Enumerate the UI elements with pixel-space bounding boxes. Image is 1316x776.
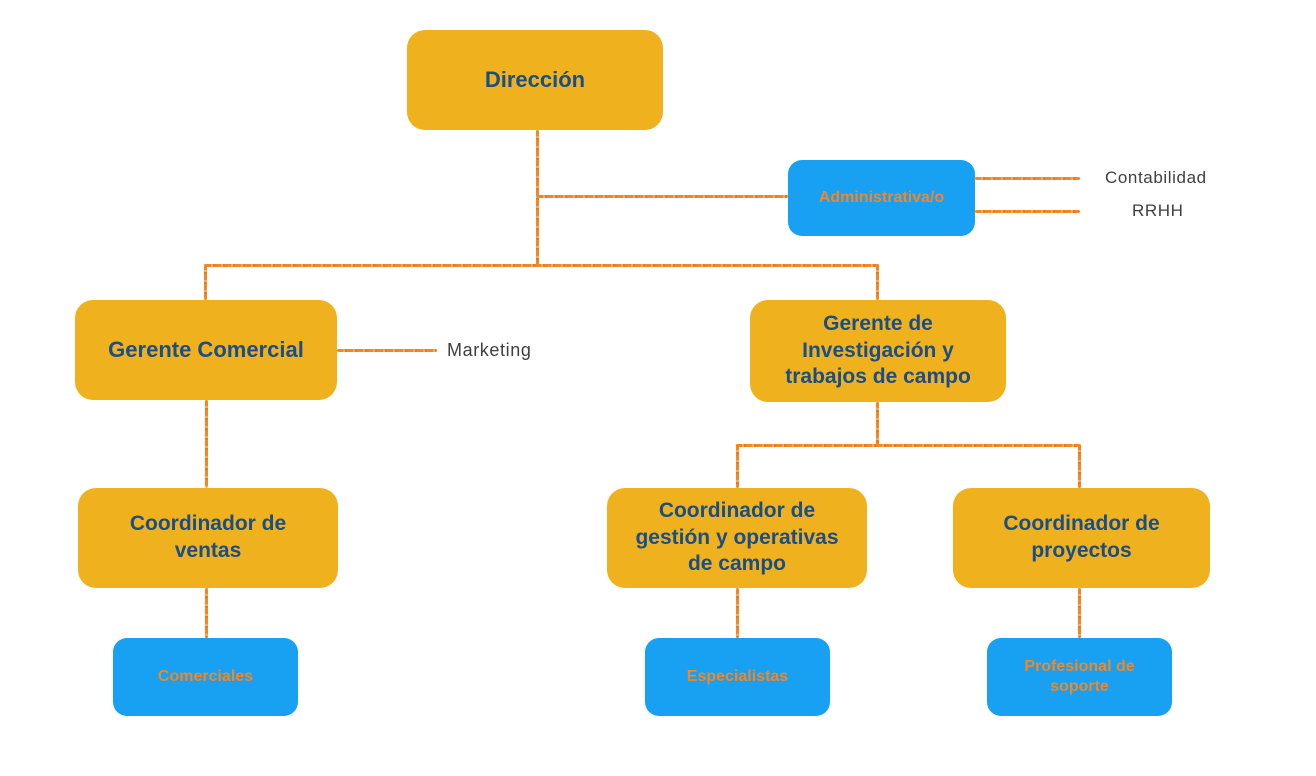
node-profesional-soporte: Profesional de soporte: [987, 638, 1172, 716]
node-administrativa: Administrativa/o: [788, 160, 975, 236]
node-comerciales-label: Comerciales: [157, 667, 254, 685]
connector-proyectos-soporte: [1078, 588, 1081, 638]
connector-gerente-comercial-marketing: [337, 349, 437, 352]
connector-drop-coordinador-gestion: [736, 444, 739, 488]
connector-ventas-comerciales: [205, 588, 208, 638]
connector-main-horizontal: [205, 264, 878, 267]
node-coordinador-proyectos-label: Coordinador de proyectos: [1003, 512, 1160, 562]
node-coordinador-gestion: Coordinador de gestión y operativas de c…: [607, 488, 867, 588]
connector-administrativa-contabilidad: [975, 177, 1080, 180]
connector-investigacion-trunk: [876, 402, 879, 445]
connector-direccion-trunk: [536, 130, 539, 266]
label-contabilidad: Contabilidad: [1105, 168, 1207, 187]
node-gerente-comercial-label: Gerente Comercial: [108, 336, 304, 362]
node-gerente-investigacion-label: Gerente de Investigación y trabajos de c…: [785, 311, 971, 389]
connector-sub-horizontal: [736, 444, 1080, 447]
node-comerciales: Comerciales: [113, 638, 298, 716]
node-coordinador-gestion-label: Coordinador de gestión y operativas de c…: [635, 498, 839, 576]
connector-comercial-ventas: [205, 400, 208, 488]
node-coordinador-ventas: Coordinador de ventas: [78, 488, 338, 588]
connector-drop-coordinador-proyectos: [1078, 444, 1081, 488]
node-direccion: Dirección: [407, 30, 663, 130]
connector-drop-gerente-comercial: [204, 264, 207, 300]
node-profesional-soporte-label: Profesional de soporte: [1024, 657, 1135, 695]
node-direccion-label: Dirección: [484, 66, 586, 92]
node-coordinador-proyectos: Coordinador de proyectos: [953, 488, 1210, 588]
node-administrativa-label: Administrativa/o: [818, 188, 945, 206]
node-gerente-investigacion: Gerente de Investigación y trabajos de c…: [750, 300, 1006, 402]
label-marketing: Marketing: [447, 340, 532, 360]
connector-gestion-especialistas: [736, 588, 739, 638]
label-rrhh: RRHH: [1132, 201, 1184, 220]
node-coordinador-ventas-label: Coordinador de ventas: [129, 512, 287, 562]
connector-administrativa-rrhh: [975, 210, 1080, 213]
node-especialistas-label: Especialistas: [686, 667, 789, 685]
connector-direccion-administrativa: [537, 195, 788, 198]
node-especialistas: Especialistas: [645, 638, 830, 716]
node-gerente-comercial: Gerente Comercial: [75, 300, 337, 400]
connector-drop-gerente-investigacion: [876, 264, 879, 300]
